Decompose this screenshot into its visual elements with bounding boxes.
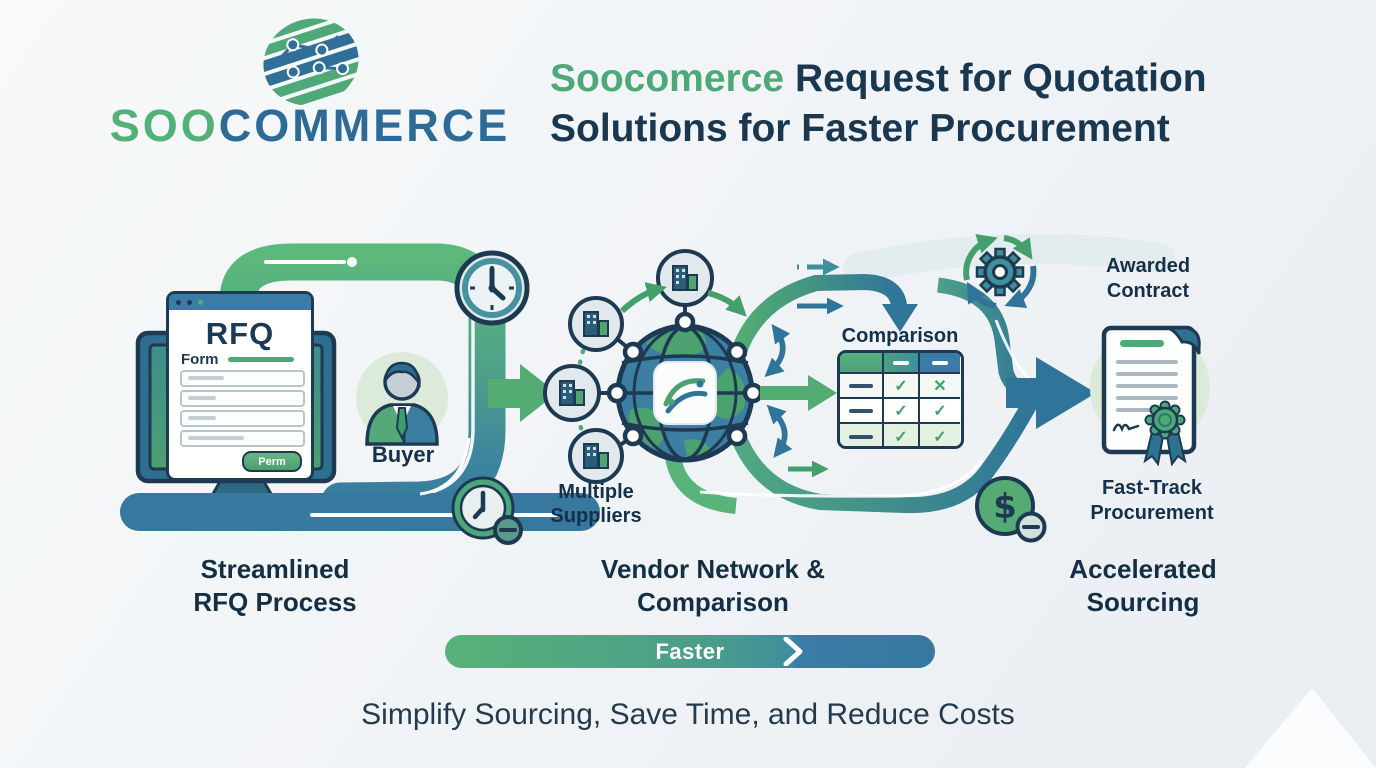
comparison-mark-cell: ✓ <box>920 399 960 424</box>
page-title-rest: Request for Quotation <box>784 57 1207 100</box>
rfq-form-window: RFQ Form Perm <box>166 291 314 481</box>
awarded-contract-label: Awarded Contract <box>1105 255 1191 302</box>
rfq-to-suppliers-arrow <box>488 364 557 422</box>
buyer-avatar-icon <box>356 352 448 446</box>
comparison-row-label <box>840 374 884 399</box>
tagline: Simplify Sourcing, Save Time, and Reduce… <box>361 698 1015 731</box>
page-title-line1: Soocomerce Request for Quotation <box>550 54 1290 104</box>
comparison-mark-cell: ✓ <box>884 399 920 424</box>
comparison-mark-cell: ✓ <box>920 424 960 446</box>
buyer-label: Buyer <box>371 442 435 467</box>
background-watermark-arrow <box>1245 688 1376 768</box>
brand-wordmark-part2: COMMERCE <box>218 100 511 151</box>
clock-icon <box>454 250 530 326</box>
desk-bar <box>120 493 600 531</box>
page-title-line2: Solutions for Faster Procurement <box>550 107 1170 150</box>
rfq-submit-button[interactable]: Perm <box>242 451 302 472</box>
comparison-row-label <box>840 424 884 446</box>
bottom-pipe-highlight <box>699 459 984 498</box>
vendor-to-award-pipe <box>730 396 1040 514</box>
comparison-header-cell <box>840 353 884 374</box>
window-dot-icon <box>176 299 181 305</box>
faster-progress-bar: Faster <box>445 635 935 668</box>
page-title: Soocomerce Request for Quotation Solutio… <box>550 54 1290 154</box>
comparison-title: Comparison <box>841 325 959 347</box>
brand-wordmark-part1: SOO <box>109 100 219 151</box>
exchange-arrow-upper <box>764 323 791 378</box>
rfq-input-field[interactable] <box>180 410 305 427</box>
browser-titlebar <box>169 294 311 310</box>
clock-minus-icon <box>451 476 523 545</box>
comparison-mark-cell: ✓ <box>884 424 920 446</box>
comparison-down-arrowhead <box>882 304 918 332</box>
brand-globe-icon <box>252 6 370 114</box>
comparison-mark-cell: ✓ <box>884 374 920 399</box>
pipe-highlight-dot <box>347 257 357 267</box>
chevron-right-icon <box>783 637 803 666</box>
gear-cycle-icon <box>963 233 1037 309</box>
faster-label: Faster <box>655 638 725 664</box>
comparison-arrow <box>760 375 837 411</box>
supplier-flow-arrow-left <box>619 282 667 314</box>
award-ribbon-icon <box>1143 400 1187 467</box>
brand-mini-logo <box>663 378 708 414</box>
rfq-input-field[interactable] <box>180 430 305 447</box>
brand-wordmark: SOOCOMMERCE <box>98 100 522 152</box>
comparison-header-cell <box>920 353 960 374</box>
signature-squiggle <box>1112 423 1140 433</box>
stage-label-vendor: Vendor Network & Comparison <box>601 554 825 617</box>
dollar-glyph: $ <box>993 487 1017 527</box>
rfq-heading: RFQ <box>205 316 275 351</box>
globe-network-icon <box>615 323 755 463</box>
page-title-highlight: Soocomerce <box>550 57 785 100</box>
fast-track-label: Fast-Track Procurement <box>1090 477 1214 524</box>
window-dot-icon <box>187 299 192 305</box>
exchange-arrow-lower <box>766 404 793 458</box>
awarded-contract-icon <box>1090 325 1210 467</box>
network-nodes <box>606 311 764 447</box>
award-arrow <box>1006 357 1096 429</box>
window-dot-icon <box>198 299 203 305</box>
comparison-table: ✓ ✕ ✓ ✓ ✓ ✓ <box>837 350 964 449</box>
pipe-corner-highlight <box>419 437 471 496</box>
dollar-minus-icon: $ <box>975 476 1047 543</box>
comparison-mark-cell: ✕ <box>920 374 960 399</box>
form-label: Form <box>181 351 219 368</box>
supplier-building-icons <box>543 249 714 484</box>
stage-label-sourcing: Accelerated Sourcing <box>1069 554 1217 617</box>
stage-label-rfq: Streamlined RFQ Process <box>193 554 357 617</box>
comparison-header-cell <box>884 353 920 374</box>
form-underline <box>227 357 294 362</box>
form-label-row: Form <box>181 351 294 368</box>
comparison-row-label <box>840 399 884 424</box>
supplier-flow-arrow-right <box>707 290 747 317</box>
rfq-input-field[interactable] <box>180 370 305 387</box>
vendor-to-comparison-pipe <box>730 273 907 357</box>
rfq-input-field[interactable] <box>180 390 305 407</box>
multiple-suppliers-label: Multiple Suppliers <box>550 481 642 527</box>
background-swoosh <box>843 234 1175 283</box>
